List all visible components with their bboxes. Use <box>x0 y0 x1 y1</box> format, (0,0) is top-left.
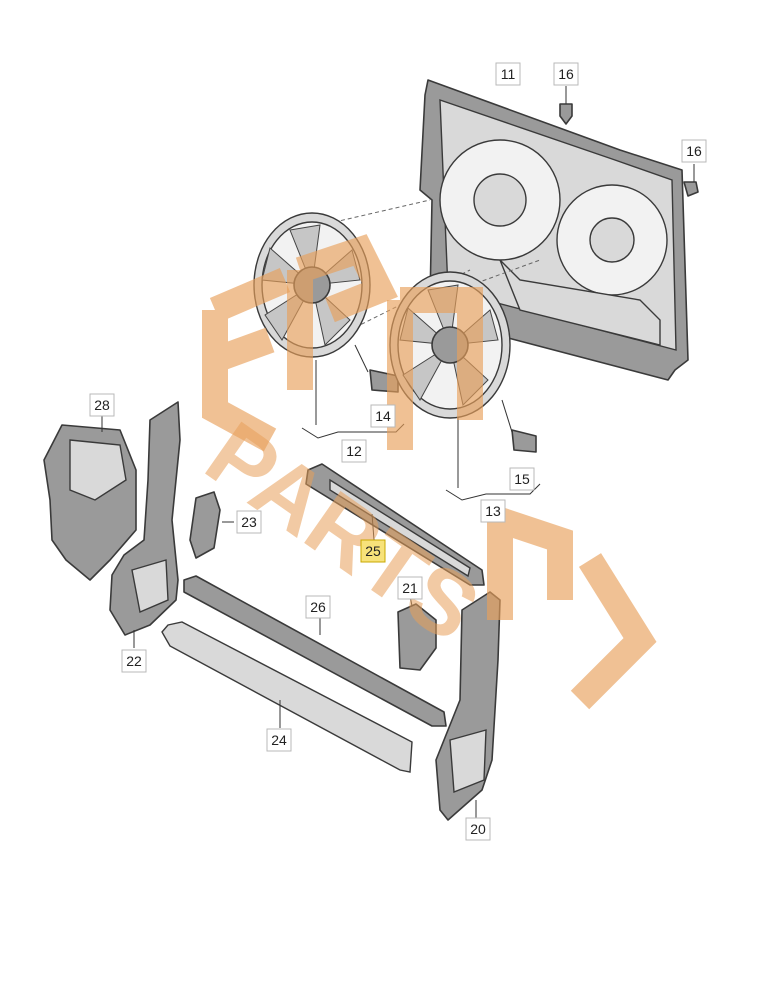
callout-16: 16 <box>553 62 579 86</box>
callout-label: 25 <box>365 543 381 559</box>
callout-label: 14 <box>375 408 391 424</box>
callout-label: 16 <box>686 143 702 159</box>
callout-label: 28 <box>94 397 110 413</box>
lower-trim-part-24 <box>161 621 413 773</box>
callout-21: 21 <box>397 576 423 600</box>
callout-20: 20 <box>465 817 491 841</box>
callout-25: 25 <box>360 539 386 563</box>
callout-label: 16 <box>558 66 574 82</box>
bolt-part-16-side <box>683 164 699 197</box>
callout-label: 24 <box>271 732 287 748</box>
callout-label: 12 <box>346 443 362 459</box>
callout-12: 12 <box>341 439 367 463</box>
bolt-part-16-top <box>559 86 573 125</box>
callout-label: 22 <box>126 653 142 669</box>
callout-label: 23 <box>241 514 257 530</box>
callout-24: 24 <box>266 728 292 752</box>
callout-22: 22 <box>121 649 147 673</box>
callout-23: 23 <box>236 510 262 534</box>
callout-label: 15 <box>514 471 530 487</box>
side-panel-part-22 <box>109 401 181 648</box>
seal-strip-part-25 <box>305 463 485 586</box>
callout-13: 13 <box>480 499 506 523</box>
callout-28: 28 <box>89 393 115 417</box>
callout-layer: 11 16 16 14 12 15 13 28 23 25 21 26 22 24 20 <box>89 62 707 841</box>
callout-16: 16 <box>681 139 707 163</box>
callout-label: 20 <box>470 821 486 837</box>
callout-14: 14 <box>370 404 396 428</box>
air-guide-part-28 <box>43 416 137 581</box>
callout-label: 21 <box>402 580 418 596</box>
callout-label: 13 <box>485 503 501 519</box>
callout-label: 26 <box>310 599 326 615</box>
callout-15: 15 <box>509 467 535 491</box>
bracket-part-21 <box>397 595 437 671</box>
callout-11: 11 <box>495 62 521 86</box>
callout-26: 26 <box>305 595 331 619</box>
bracket-part-23 <box>189 491 234 559</box>
callout-label: 11 <box>501 66 516 82</box>
